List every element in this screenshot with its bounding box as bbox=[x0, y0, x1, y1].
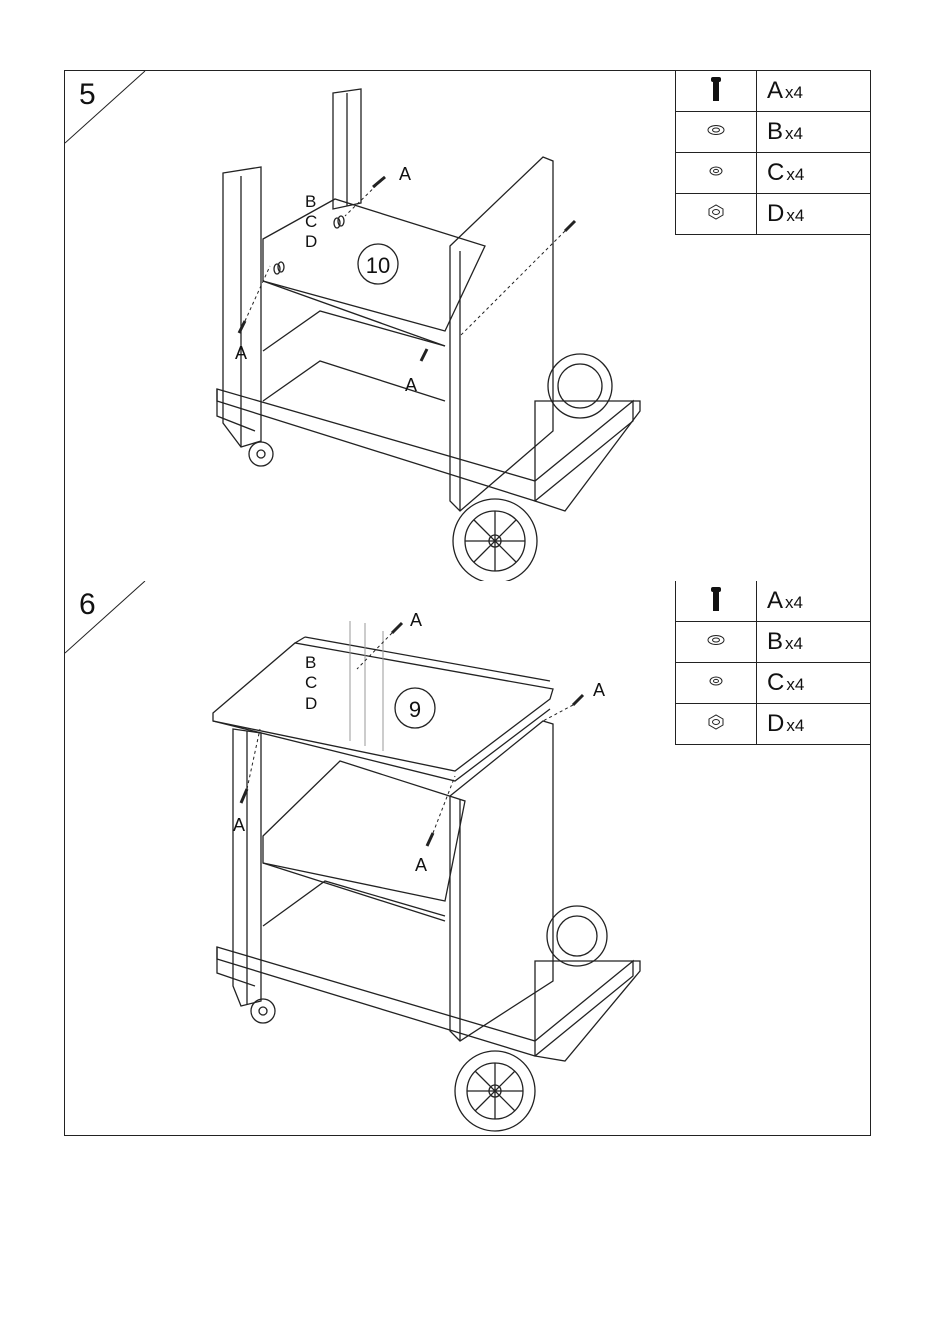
part-letter: D bbox=[767, 710, 784, 737]
washer-stack-top bbox=[334, 216, 344, 228]
part-letter: A bbox=[767, 587, 783, 614]
flat-washer-icon bbox=[706, 124, 726, 136]
callout-a-bottom: A bbox=[415, 855, 427, 875]
bolt-icon bbox=[710, 76, 722, 102]
part-letter: D bbox=[767, 200, 784, 227]
callout-d: D bbox=[305, 694, 317, 713]
part-qty: x4 bbox=[785, 124, 803, 143]
flat-washer-icon bbox=[706, 634, 726, 646]
part-number: 10 bbox=[366, 253, 390, 278]
part-qty: x4 bbox=[786, 675, 804, 694]
callout-a-left: A bbox=[233, 815, 245, 835]
callout-d: D bbox=[305, 232, 317, 251]
hex-nut-icon bbox=[706, 714, 726, 730]
callout-c: C bbox=[305, 212, 317, 231]
hex-nut-icon bbox=[706, 204, 726, 220]
step-6-panel: 6 bbox=[64, 581, 871, 1136]
step-5-panel: 5 bbox=[64, 70, 871, 583]
rear-wheel-large bbox=[453, 499, 537, 582]
lock-washer-icon bbox=[708, 675, 724, 687]
base-tray bbox=[217, 947, 633, 1056]
callout-b: B bbox=[305, 192, 316, 211]
lock-washer-icon bbox=[708, 165, 724, 177]
rear-tray bbox=[535, 961, 640, 1061]
callout-a-top: A bbox=[399, 164, 411, 184]
callout-b: B bbox=[305, 653, 316, 672]
part-letter: B bbox=[767, 628, 783, 655]
bolt-icon bbox=[710, 586, 722, 612]
part-qty: x4 bbox=[786, 716, 804, 735]
part-letter: C bbox=[767, 159, 784, 186]
rear-wheel-small bbox=[548, 354, 612, 418]
part-qty: x4 bbox=[785, 593, 803, 612]
part-qty: x4 bbox=[786, 206, 804, 225]
washer-stack-left bbox=[274, 262, 284, 274]
rear-wheel-large bbox=[455, 1051, 535, 1131]
part-letter: C bbox=[767, 669, 784, 696]
part-qty: x4 bbox=[786, 165, 804, 184]
rear-wheel-small bbox=[547, 906, 607, 966]
side-panel bbox=[450, 721, 553, 1041]
part-qty: x4 bbox=[785, 634, 803, 653]
front-wheel bbox=[251, 999, 275, 1023]
front-wheel bbox=[249, 442, 273, 466]
callout-a-bottom: A bbox=[405, 375, 417, 395]
callout-a-right: A bbox=[593, 680, 605, 700]
callout-c: C bbox=[305, 673, 317, 692]
part-letter: B bbox=[767, 118, 783, 145]
part-qty: x4 bbox=[785, 83, 803, 102]
callout-a-left: A bbox=[235, 343, 247, 363]
callout-a-top: A bbox=[410, 610, 422, 630]
middle-shelf bbox=[263, 761, 465, 901]
part-number: 9 bbox=[409, 697, 421, 722]
part-letter: A bbox=[767, 77, 783, 104]
side-panel bbox=[450, 157, 553, 511]
